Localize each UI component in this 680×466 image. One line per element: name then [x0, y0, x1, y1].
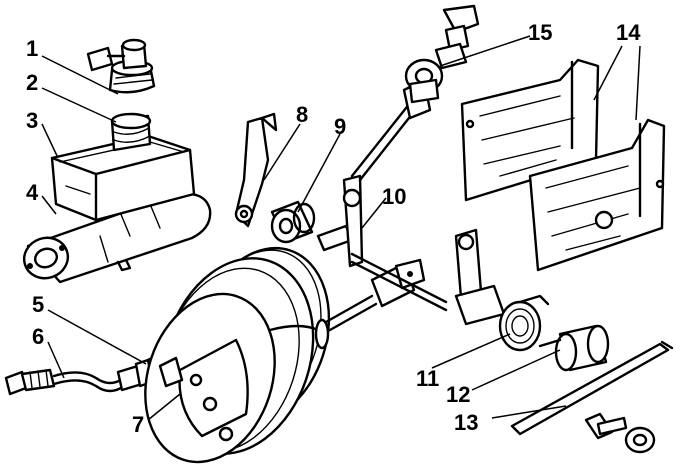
callout-7: 7	[132, 412, 145, 437]
master-cylinder	[22, 112, 212, 284]
brake-line	[4, 356, 160, 396]
pivot-bushing	[270, 200, 316, 244]
callout-5: 5	[32, 292, 45, 317]
filler-cap	[108, 38, 156, 94]
callout-1: 1	[26, 36, 39, 61]
push-rod	[324, 258, 426, 332]
pedal-lever	[454, 228, 506, 326]
pedal-rod	[510, 340, 674, 436]
stop-light-switch	[404, 4, 480, 104]
leader-lines	[41, 35, 641, 421]
callout-11: 11	[416, 366, 440, 391]
callout-12: 12	[446, 382, 471, 407]
callout-8: 8	[296, 102, 309, 127]
return-spring	[498, 294, 550, 352]
callout-4: 4	[26, 180, 39, 205]
vacuum-booster	[144, 246, 331, 464]
callout-15: 15	[528, 20, 553, 45]
callout-3: 3	[26, 108, 39, 133]
support-brackets	[460, 58, 666, 272]
bushing-sleeve	[538, 324, 610, 372]
callout-10: 10	[382, 184, 407, 209]
pedal-pivot-shaft	[316, 174, 448, 312]
bolt-and-nut	[584, 412, 656, 454]
level-sensor-connector	[86, 46, 126, 72]
callout-14: 14	[616, 20, 641, 45]
callout-9: 9	[334, 114, 347, 139]
callout-13: 13	[454, 410, 479, 435]
callout-6: 6	[32, 324, 45, 349]
pedal-bracket	[234, 112, 278, 228]
callout-2: 2	[26, 70, 39, 95]
